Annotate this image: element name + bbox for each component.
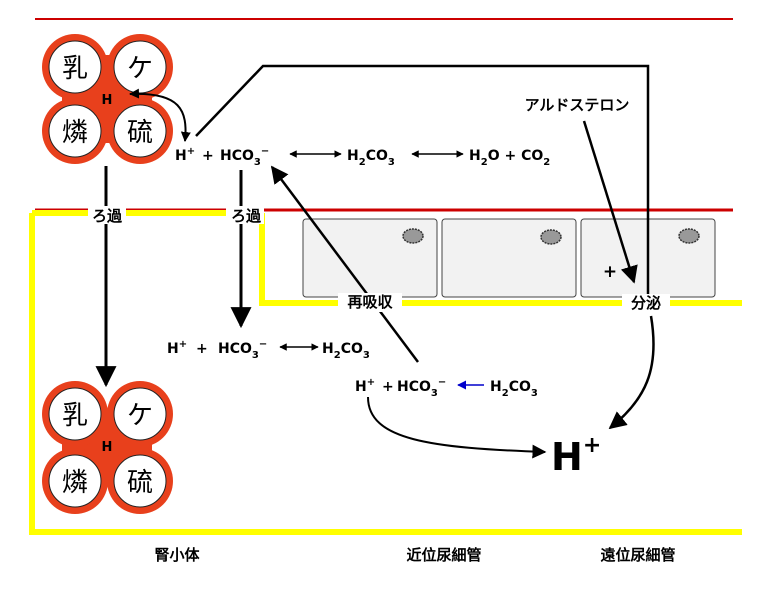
complex-bottom-ne: ケ bbox=[127, 401, 153, 431]
svg-text:+: + bbox=[382, 379, 394, 395]
footer-distal-tubule: 遠位尿細管 bbox=[600, 546, 675, 564]
svg-text:+: + bbox=[196, 341, 208, 357]
secretion-arrow bbox=[608, 315, 655, 430]
secretion-label: 分泌 bbox=[631, 294, 661, 312]
buffer-complex-top: 乳 ケ 燐 硫 H bbox=[42, 34, 173, 164]
footer-proximal-tubule: 近位尿細管 bbox=[406, 546, 481, 564]
complex-top-se: 硫 bbox=[127, 118, 153, 148]
svg-text:H+: H+ bbox=[167, 339, 187, 357]
svg-text:H2CO3: H2CO3 bbox=[490, 379, 538, 399]
cell-nucleus-1 bbox=[402, 228, 424, 244]
complex-bottom-center: H bbox=[102, 440, 113, 455]
reabsorption-arrow bbox=[270, 165, 420, 363]
cell-nucleus-3 bbox=[678, 228, 700, 244]
svg-text:H2CO3: H2CO3 bbox=[322, 341, 370, 361]
cell-nucleus-2 bbox=[540, 229, 562, 245]
plus-sign: + bbox=[603, 262, 617, 282]
reabsorption-label: 再吸収 bbox=[347, 293, 393, 311]
equation-middle: H+ + HCO3− H2CO3 bbox=[167, 339, 370, 361]
aldosterone-arrow bbox=[582, 120, 638, 284]
tubule-outer-wall bbox=[29, 213, 742, 535]
complex-top-sw: 燐 bbox=[62, 118, 88, 148]
complex-bottom-se: 硫 bbox=[127, 468, 153, 498]
complex-bottom-nw: 乳 bbox=[62, 401, 88, 431]
svg-text:H+: H+ bbox=[355, 377, 375, 395]
complex-top-center: H bbox=[102, 93, 113, 108]
excreted-proton: H+ bbox=[551, 433, 601, 479]
filtration-label-left: ろ過 bbox=[92, 207, 123, 225]
svg-text:H2CO3: H2CO3 bbox=[347, 148, 395, 168]
circulation-loop bbox=[195, 64, 650, 296]
aldosterone-label: アルドステロン bbox=[525, 96, 630, 114]
svg-text:H2O + CO2: H2O + CO2 bbox=[469, 148, 550, 168]
svg-text:+: + bbox=[202, 148, 214, 164]
buffer-complex-bottom: 乳 ケ 燐 硫 H bbox=[42, 381, 173, 514]
equation-top: H+ + HCO3− H2CO3 H2O + CO2 bbox=[175, 146, 550, 168]
filtration-label-middle: ろ過 bbox=[231, 207, 262, 225]
tubule-inner-wall bbox=[259, 213, 742, 306]
svg-text:HCO3−: HCO3− bbox=[220, 146, 269, 168]
equation-lower: H+ + HCO3− H2CO3 bbox=[355, 377, 538, 399]
svg-text:HCO3−: HCO3− bbox=[397, 377, 446, 399]
proton-curve-arrow bbox=[367, 396, 547, 459]
svg-text:H+: H+ bbox=[175, 146, 195, 164]
complex-top-nw: 乳 bbox=[62, 54, 88, 84]
footer-glomerulus: 腎小体 bbox=[154, 546, 200, 564]
svg-text:HCO3−: HCO3− bbox=[218, 339, 267, 361]
exchange-arrow bbox=[129, 88, 191, 142]
complex-bottom-sw: 燐 bbox=[62, 468, 88, 498]
complex-top-ne: ケ bbox=[127, 54, 153, 84]
